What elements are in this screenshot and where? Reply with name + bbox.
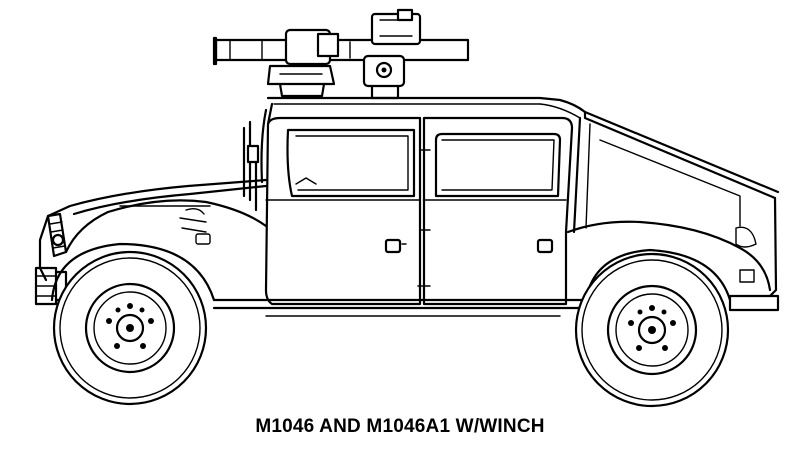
- vehicle-body: [34, 108, 780, 317]
- figure-caption: M1046 AND M1046A1 W/WINCH: [255, 416, 545, 437]
- side-mirror: [246, 144, 260, 212]
- front-door: [264, 116, 422, 306]
- front-wheel: [50, 242, 216, 406]
- vehicle-roof: [266, 96, 780, 200]
- rear-wheel: [574, 248, 732, 408]
- roof-launcher: [212, 8, 470, 100]
- rear-door: [417, 116, 574, 306]
